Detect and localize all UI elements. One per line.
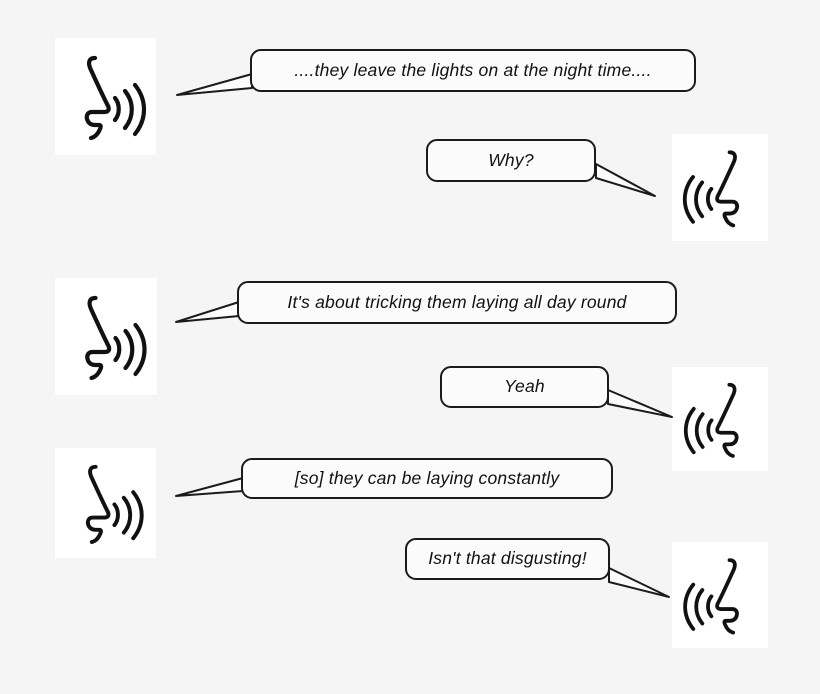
speech-bubble: ....they leave the lights on at the nigh… [250,49,696,92]
speaking-head-right-icon [672,367,768,471]
bubble-tail-left [175,301,240,323]
bubble-tail-left [176,73,253,96]
speech-bubble-text: Yeah [504,376,545,397]
speech-bubble-text: [so] they can be laying constantly [294,467,560,488]
speech-bubble: Yeah [440,366,609,408]
speaking-head-left-icon [55,38,156,155]
speech-bubble-text: Isn't that disgusting! [428,548,587,569]
speech-bubble: It's about tricking them laying all day … [237,281,677,324]
bubble-tail-right [595,163,656,197]
speech-bubble-text: ....they leave the lights on at the nigh… [294,59,652,80]
speech-bubble-text: It's about tricking them laying all day … [287,291,627,312]
speaking-head-right-icon [672,542,768,648]
speech-bubble: Why? [426,139,596,182]
speech-bubble: Isn't that disgusting! [405,538,610,580]
bubble-tail-right [608,567,670,598]
speaking-head-right-icon [672,134,768,241]
speaking-head-left-icon [55,448,156,558]
bubble-tail-right [607,389,673,418]
bubble-tail-left [175,477,244,497]
speech-bubble-text: Why? [488,149,534,170]
speaking-head-left-icon [55,278,157,395]
speech-bubble: [so] they can be laying constantly [241,458,613,499]
